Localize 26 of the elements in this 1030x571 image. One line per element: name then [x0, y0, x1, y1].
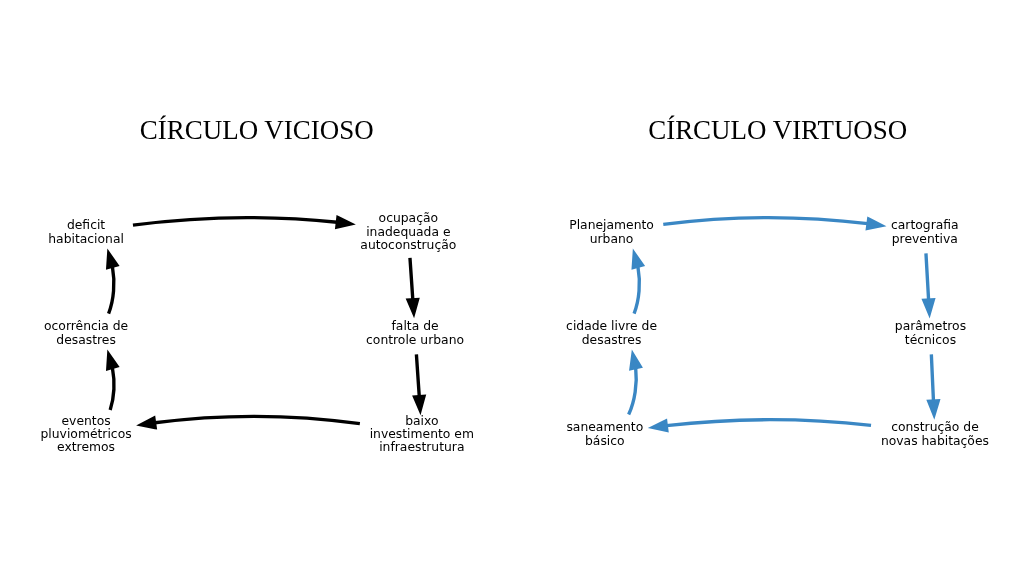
node-text: ocorrência de desastres — [44, 319, 129, 347]
arrow — [631, 248, 646, 315]
arrow — [926, 354, 941, 420]
node-text: cidade livre de desastres — [566, 319, 658, 347]
label: CÍRCULO VIRTUOSO — [648, 114, 908, 145]
arrow — [105, 248, 120, 315]
arrow — [663, 215, 887, 231]
node-text: Planejamento urbano — [569, 218, 654, 246]
node-text: deficit habitacional — [48, 218, 124, 246]
node-text: saneamento básico — [566, 420, 644, 448]
arrow — [105, 349, 120, 411]
node-text: cartografia preventiva — [891, 218, 959, 246]
arrow — [136, 414, 361, 430]
node-text: ocupação inadequada e autoconstrução — [360, 211, 457, 253]
label: CÍRCULO VICIOSO — [139, 114, 374, 145]
arrow — [627, 349, 643, 416]
node-text: construção de novas habitações — [880, 420, 989, 448]
node-text: baixo investimento em infraestrutura — [369, 413, 474, 455]
node-text: falta de controle urbano — [366, 319, 465, 347]
arrow — [405, 257, 420, 319]
arrow — [412, 354, 427, 416]
arrow — [647, 418, 872, 433]
node-text: parâmetros técnicos — [894, 319, 967, 347]
node-text: eventos pluviométricos extremos — [40, 413, 132, 455]
arrow — [132, 215, 356, 230]
arrow — [921, 253, 936, 319]
